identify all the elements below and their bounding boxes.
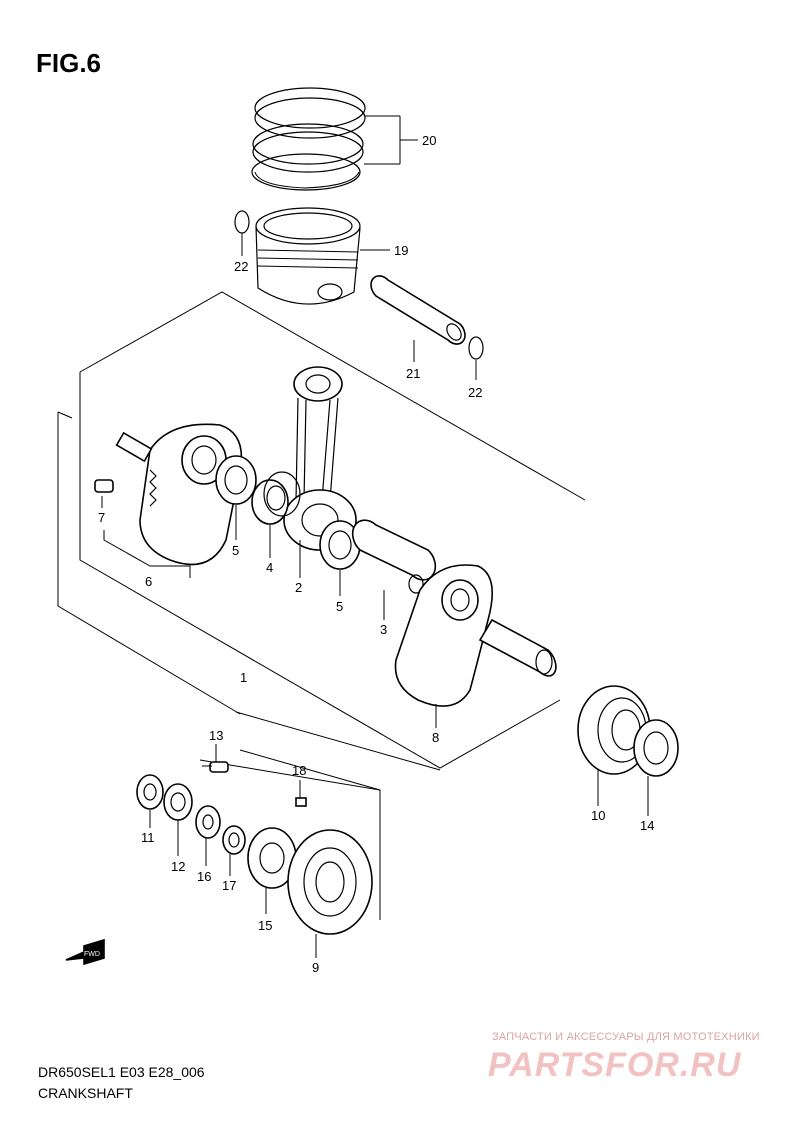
callout-4: 4 [266,560,273,575]
callout-20: 20 [422,133,436,148]
figure-title: FIG.6 [36,48,102,78]
callout-5-left: 5 [232,543,239,558]
fwd-label: FWD [84,951,100,958]
callout-22-lower: 22 [468,385,482,400]
callout-15: 15 [258,918,272,933]
watermark-logo: PARTSFOR.RU [488,1046,742,1084]
callout-1: 1 [240,670,247,685]
callout-21: 21 [406,366,420,381]
section-name: CRANKSHAFT [38,1085,133,1101]
right-main-bearing-part [577,685,651,775]
right-crank-web-part [394,564,557,707]
piston-rings-part [251,87,366,191]
oil-seal-part [136,774,164,810]
callout-18: 18 [292,763,306,778]
callout-9: 9 [312,960,319,975]
primary-drive-gear-part [247,827,297,889]
watermark-tagline: ЗАПЧАСТИ И АКСЕССУАРЫ ДЛЯ МОТОТЕХНИКИ [492,1031,760,1043]
callout-3: 3 [380,622,387,637]
forward-direction-marker: FWD [65,938,105,966]
callout-17: 17 [222,878,236,893]
callout-19: 19 [394,243,408,258]
leader-lines [101,115,649,958]
crankshaft-assembly-boundary [57,291,586,771]
bearing-nut-part [633,719,679,777]
callout-10: 10 [591,808,605,823]
crank-pin-part [351,519,437,594]
key-small-part [295,797,307,807]
callout-13: 13 [209,728,223,743]
needle-bearing-part [251,471,301,525]
callout-5-right: 5 [336,599,343,614]
screw-part [202,761,229,773]
left-side-parts-boundary [199,749,381,920]
callout-16: 16 [197,869,211,884]
washer-part [222,825,246,855]
callout-22-upper: 22 [234,259,248,274]
thrust-washer-left-part [215,455,257,505]
callout-6: 6 [145,574,152,589]
callout-7: 7 [98,510,105,525]
model-code: DR650SEL1 E03 E28_006 [38,1064,205,1080]
callout-11: 11 [141,830,155,845]
callout-8: 8 [432,730,439,745]
circlip-upper-part [234,210,250,234]
callout-2: 2 [295,580,302,595]
left-crank-web-part [115,423,243,566]
nut-part [195,805,221,839]
callout-14: 14 [640,818,654,833]
piston-pin-part [370,275,466,345]
callout-labels: 20 19 22 21 22 7 5 4 6 2 5 3 1 8 13 18 1… [98,133,654,975]
callout-12: 12 [171,859,185,874]
circlip-lower-part [468,336,484,360]
piston-part [255,207,361,305]
retainer-plate-part [163,783,193,821]
left-main-bearing-part [287,829,373,935]
key-part [94,479,114,493]
